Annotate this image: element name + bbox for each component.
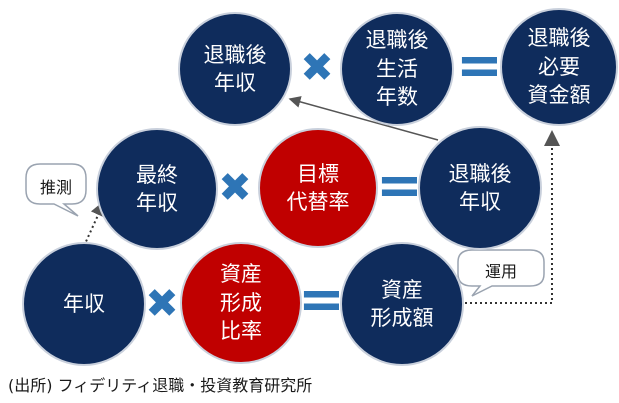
- callout-invest-bubble: [457, 249, 545, 297]
- arrow-retire-income-link: [288, 96, 439, 141]
- callout-estimate-bubble: [25, 163, 87, 217]
- node-replacement-rate: 目標 代替率: [258, 128, 378, 248]
- equals-operator-3: =: [298, 267, 345, 332]
- times-operator-2: ✖: [218, 165, 252, 211]
- equals-operator-1: =: [456, 33, 503, 98]
- callout-estimate-label: 推測: [39, 178, 72, 197]
- node-retire-years: 退職後 生活 年数: [340, 12, 454, 126]
- node-retire-income-2: 退職後 年収: [418, 126, 542, 250]
- node-asset-rate: 資産 形成 比率: [180, 242, 302, 364]
- equals-operator-2: =: [376, 153, 423, 218]
- node-annual-income: 年収: [22, 242, 146, 366]
- times-operator-3: ✖: [145, 281, 179, 327]
- node-final-income: 最終 年収: [96, 128, 218, 250]
- callout-invest-label: 運用: [484, 262, 517, 281]
- arrow-invest: [460, 130, 560, 304]
- source-note: (出所) フィデリティ退職・投資教育研究所: [8, 376, 313, 395]
- node-retire-income: 退職後 年収: [178, 12, 292, 126]
- node-asset-amount: 資産 形成額: [340, 242, 464, 366]
- node-required-funds: 退職後 必要 資金額: [500, 8, 618, 126]
- times-operator-1: ✖: [300, 45, 334, 91]
